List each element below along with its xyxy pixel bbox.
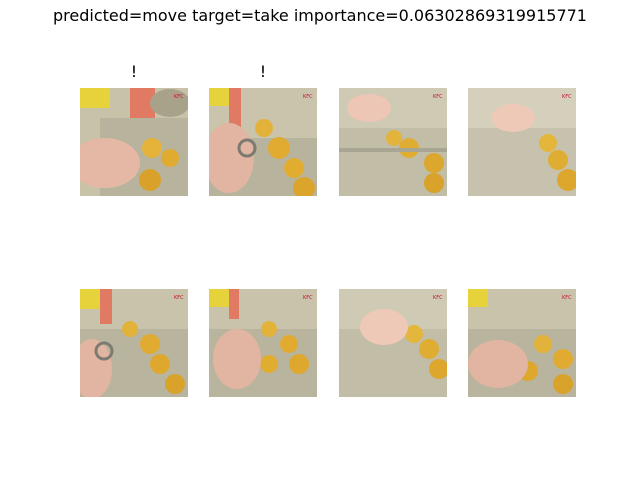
- video-frame-5: KFC: [80, 289, 188, 397]
- video-frame-4: KFC: [468, 88, 576, 196]
- video-frame-3: KFC: [339, 88, 447, 196]
- video-frame-6: KFC: [209, 289, 317, 397]
- frame-marker-2: !: [259, 62, 267, 81]
- svg-text:KFC: KFC: [562, 295, 572, 301]
- video-frame-2: KFC: [209, 88, 317, 196]
- svg-text:KFC: KFC: [433, 94, 443, 100]
- figure-title: predicted=move target=take importance=0.…: [53, 6, 587, 25]
- svg-text:KFC: KFC: [303, 94, 313, 100]
- frame-marker-1: !: [130, 62, 138, 81]
- video-frame-7: KFC: [339, 289, 447, 397]
- svg-text:KFC: KFC: [174, 94, 184, 100]
- video-frame-1: KFC: [80, 88, 188, 196]
- svg-text:KFC: KFC: [174, 295, 184, 301]
- video-frame-8: KFC: [468, 289, 576, 397]
- svg-text:KFC: KFC: [433, 295, 443, 301]
- svg-text:KFC: KFC: [303, 295, 313, 301]
- svg-text:KFC: KFC: [562, 94, 572, 100]
